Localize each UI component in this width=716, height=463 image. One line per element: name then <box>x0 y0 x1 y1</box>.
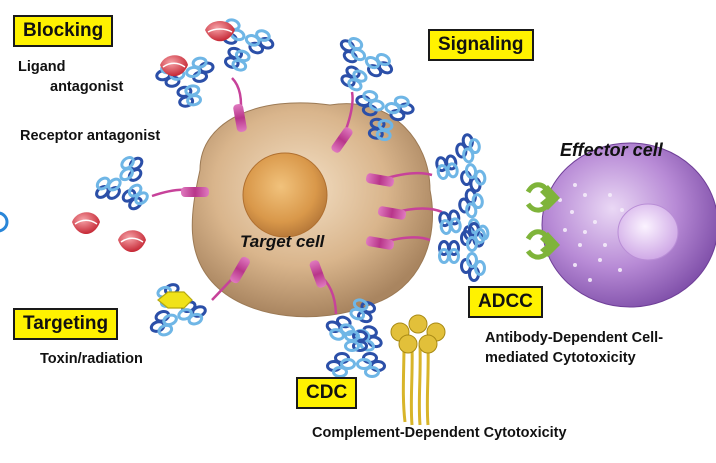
target-cell-nucleus <box>242 152 328 238</box>
antagonist-text: antagonist <box>50 79 124 95</box>
edge-marker-icon <box>0 211 9 233</box>
adcc-description-line2: mediated Cytotoxicity <box>485 350 636 366</box>
receptor-icon <box>377 206 443 220</box>
ligand-text: Ligand <box>18 59 66 75</box>
toxin-radiation-text: Toxin/radiation <box>40 351 143 367</box>
receptor-icon <box>211 256 250 301</box>
effector-cell-label: Effector cell <box>560 140 663 160</box>
ligand-icon <box>118 230 146 252</box>
receptor-icon <box>309 260 338 315</box>
ligand-icon <box>160 55 188 77</box>
blocking-label: Blocking <box>13 15 114 47</box>
antibody-icon <box>339 37 394 92</box>
receptor-icon <box>231 77 247 133</box>
antibody-icon <box>438 188 490 248</box>
receptor-icon <box>331 91 354 153</box>
cdc-label: CDC <box>296 377 358 409</box>
antibody-icon <box>355 90 415 142</box>
fc-receptor-icon <box>525 229 560 260</box>
toxin-icon <box>157 291 193 309</box>
antibody-icon <box>435 133 487 193</box>
effector-cell-granules <box>558 183 624 282</box>
receptor-icon <box>151 187 209 198</box>
fc-receptor-icon <box>525 182 560 213</box>
complement-icon <box>390 314 446 426</box>
ligand-icon <box>205 21 235 42</box>
receptor-icon <box>365 236 431 250</box>
antibody-icon <box>326 330 386 378</box>
signaling-label: Signaling <box>428 29 534 61</box>
cdc-description: Complement-Dependent Cytotoxicity <box>312 425 567 441</box>
receptor-icon <box>365 171 433 187</box>
target-cell-label: Target cell <box>240 232 325 251</box>
effector-cell-nucleus <box>617 203 679 261</box>
antibody-icon <box>438 222 486 282</box>
receptor-antagonist-text: Receptor antagonist <box>20 128 161 144</box>
ligand-icon <box>72 212 100 234</box>
adcc-label: ADCC <box>468 286 543 318</box>
targeting-label: Targeting <box>13 308 119 340</box>
adcc-description-line1: Antibody-Dependent Cell- <box>485 330 664 346</box>
antibody-icon <box>95 156 149 211</box>
